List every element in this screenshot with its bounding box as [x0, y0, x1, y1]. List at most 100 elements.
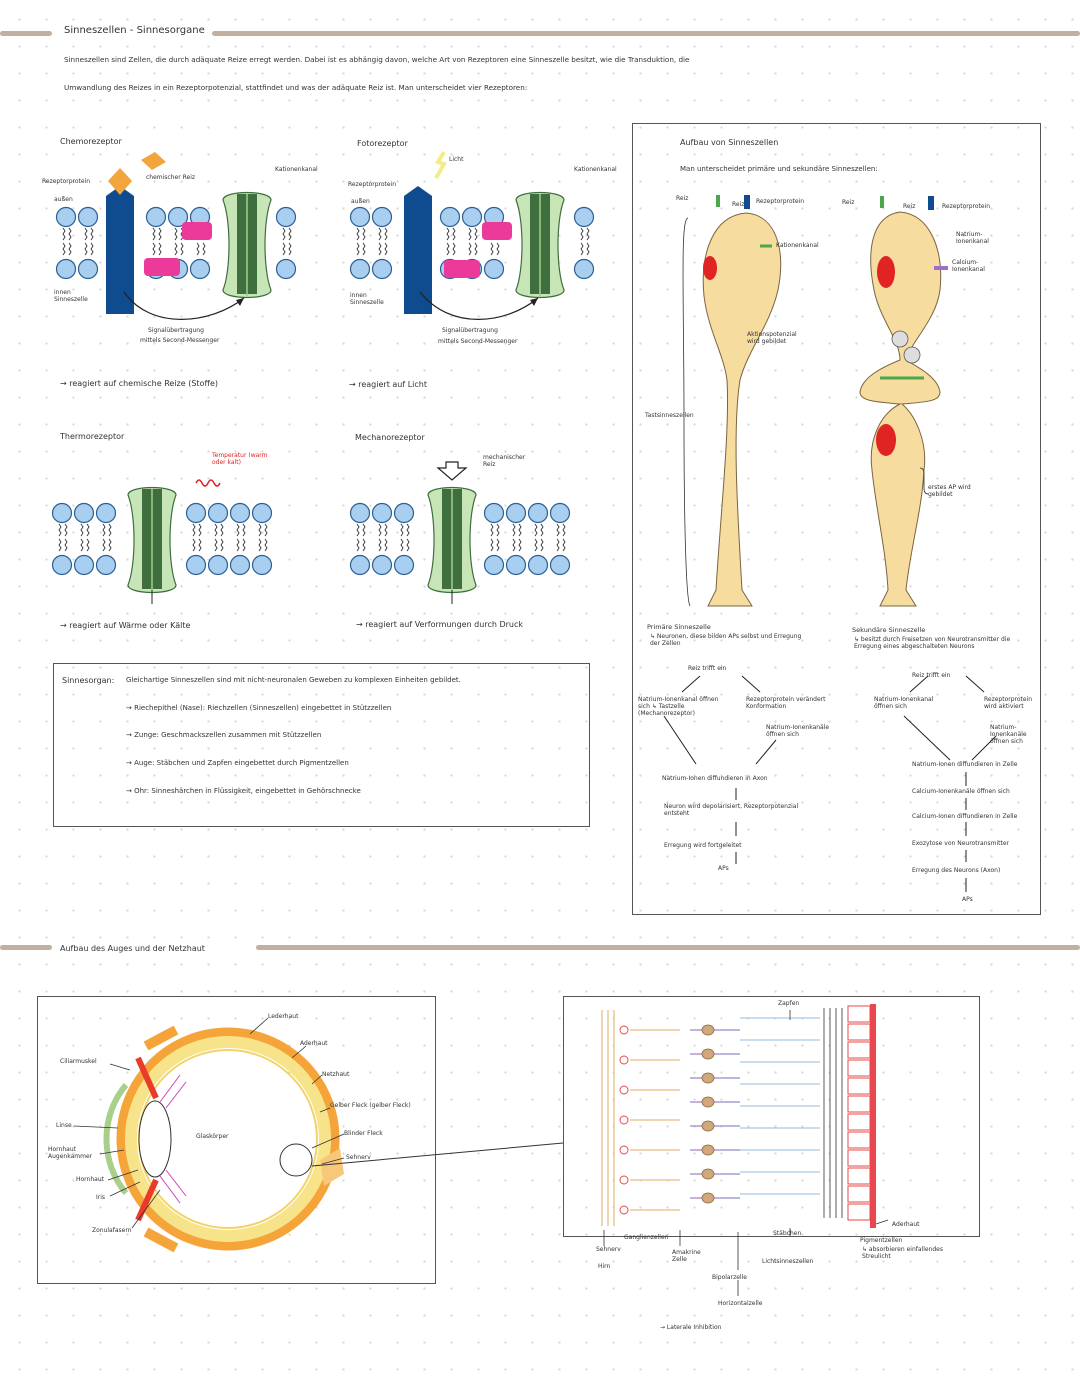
secondary-reiz-label: Reiz: [842, 199, 855, 206]
label-hornhaut: Hornhaut: [76, 1176, 104, 1183]
sinnesorgan-box: [53, 663, 590, 827]
label-hornhaut-augenkammer: Hornhaut Augenkammer: [48, 1146, 93, 1160]
sinnesorgan-label: Sinnesorgan:: [62, 676, 115, 685]
secondary-natrium-label: Natrium-Ionenkanal: [956, 231, 989, 245]
retina-sehnerv: Sehnerv: [596, 1246, 621, 1253]
secondary-right: Rezeptorprotein wird aktiviert: [984, 696, 1033, 710]
eye-rule-right: [256, 945, 1080, 950]
secondary-step-3: Calcium-Ionen diffundieren in Zelle: [912, 813, 1018, 820]
label-linse: Linse: [56, 1122, 72, 1129]
label-netzhaut: Netzhaut: [322, 1071, 350, 1078]
retina-box: [563, 996, 980, 1237]
top-rule-right: [212, 31, 1080, 36]
sinnesorgan-item-3: → Auge: Stäbchen und Zapfen eingebettet …: [126, 759, 349, 767]
primary-adr-label: Reiz: [732, 201, 745, 208]
sinneszellen-panel: [632, 123, 1041, 915]
secondary-desc: ↳ besitzt durch Freisetzen von Neurotran…: [854, 636, 1011, 650]
photo-aussen-label: außen: [351, 198, 370, 205]
secondary-step-6: APs: [962, 896, 973, 903]
primary-right: Rezeptorprotein verändert Konformation: [746, 696, 826, 710]
retina-ganglienzellen: Ganglienzellen: [624, 1234, 669, 1241]
tastzelle-label: Tastsinneszellen: [645, 412, 694, 419]
retina-horizontalzelle: Horizontalzelle: [718, 1300, 763, 1307]
primary-reiz: Reiz trifft ein: [688, 665, 727, 672]
primary-step-1: Natrium-Ionen diffundieren in Axon: [662, 775, 768, 782]
erstes-ap-label: erstes AP wird gebildet: [928, 484, 971, 498]
retina-amakrine: Amakrine Zelle: [672, 1249, 701, 1263]
primary-desc: ↳ Neuronen, diese bilden APs selbst und …: [650, 633, 802, 647]
chemoreceptor-diagram: [57, 152, 296, 320]
photo-licht-label: Licht: [449, 156, 464, 163]
sinnesorgan-item-4: → Ohr: Sinneshärchen in Flüssigkeit, ein…: [126, 787, 361, 795]
secondary-step-4: Exozytose von Neurotransmitter: [912, 840, 1009, 847]
retina-laterale-inhibition: → Laterale Inhibition: [660, 1324, 722, 1331]
label-sehnerv: Sehnerv: [346, 1154, 371, 1161]
label-iris: Iris: [96, 1194, 106, 1201]
retina-pigment-desc: ↳ absorbieren einfallendes Streulicht: [862, 1246, 943, 1260]
primary-step-3: Erregung wird fortgeleitet: [664, 842, 742, 849]
pigment-cells: [847, 1005, 871, 1221]
secondary-left: Natrium-Ionenkanal öffnen sich: [874, 696, 934, 710]
thermoreceptor-title: Thermorezeptor: [60, 432, 125, 441]
primary-reiz-label: Reiz: [676, 195, 689, 202]
thermoreceptor-diagram: [53, 479, 272, 604]
label-gelber-fleck: Gelber Fleck (gelber Fleck): [330, 1102, 411, 1109]
photo-signal-2: mittels Second-Messenger: [438, 338, 518, 345]
primary-right-2: Natrium-Ionenkanäle öffnen sich: [766, 724, 830, 738]
sinneszellen-title: Aufbau von Sinneszellen: [680, 138, 779, 147]
sinnesorgan-item-1: → Riechepithel (Nase): Riechzellen (Sinn…: [126, 704, 392, 712]
chemo-signal-2: mittels Second-Messenger: [140, 337, 220, 344]
chemoreceptor-title: Chemorezeptor: [60, 137, 122, 146]
sinnesorgan-definition: Gleichartige Sinneszellen sind mit nicht…: [126, 676, 461, 684]
label-zonulafasern: Zonulafasern: [92, 1227, 132, 1234]
retina-lichtsinneszellen: Lichtsinneszellen: [762, 1258, 814, 1265]
photoreceptor-title: Fotorezeptor: [357, 139, 408, 148]
secondary-calcium-label: Calcium-Ionenkanal: [952, 259, 985, 273]
thermo-note: → reagiert auf Wärme oder Kälte: [60, 621, 191, 630]
primary-rezeptorprotein-label: Rezeptorprotein: [756, 198, 805, 205]
intro-line-1: Sinneszellen sind Zellen, die durch adäq…: [64, 55, 690, 64]
label-lederhaut: Lederhaut: [268, 1013, 299, 1020]
chemo-rezeptorprotein-label: Rezeptorprotein: [42, 178, 91, 185]
label-blinder-fleck: Blinder Fleck: [344, 1130, 383, 1137]
retina-staebchen: Stäbchen: [773, 1230, 802, 1237]
chemo-aussen-label: außen: [54, 196, 73, 203]
mechano-reiz-label: mechanischer Reiz: [483, 454, 526, 468]
retina-zapfen: Zapfen: [778, 1000, 800, 1007]
page-title: Sinneszellen - Sinnesorgane: [64, 25, 205, 36]
photo-kationenkanal-label: Kationenkanal: [574, 166, 617, 173]
label-aderhaut: Aderhaut: [300, 1040, 328, 1047]
photo-note: → reagiert auf Licht: [349, 380, 427, 389]
eye-rule-left: [0, 945, 52, 950]
retina-hirn: Hirn: [598, 1263, 611, 1270]
primary-kationenkanal-label: Kationenkanal: [776, 242, 819, 249]
eye-section-title: Aufbau des Auges und der Netzhaut: [60, 944, 205, 953]
mechanoreceptor-diagram: [351, 461, 570, 604]
chemo-signal-1: Signalübertragung: [148, 327, 204, 334]
chemo-innen-label: innen Sinneszelle: [54, 289, 88, 303]
chemo-reiz-label: chemischer Reiz: [146, 174, 196, 181]
photoreceptor-diagram: [351, 150, 594, 320]
secondary-step-5: Erregung des Neurons (Axon): [912, 867, 1001, 874]
eye-box: [37, 996, 436, 1284]
secondary-step-2: Calcium-Ionenkanäle öffnen sich: [912, 788, 1010, 795]
primary-sinneszelle: [702, 212, 782, 607]
retina-bipolarzelle: Bipolarzelle: [712, 1274, 747, 1281]
secondary-reiz: Reiz trifft ein: [912, 672, 951, 679]
secondary-rez-label: Reiz: [903, 203, 916, 210]
chemo-kationenkanal-label: Kationenkanal: [275, 166, 318, 173]
label-glaskoerper: Glaskörper: [196, 1133, 229, 1140]
sinnesorgan-item-2: → Zunge: Geschmackszellen zusammen mit S…: [126, 731, 322, 739]
chemo-note: → reagiert auf chemische Reize (Stoffe): [60, 379, 219, 388]
retina-aderhaut: Aderhaut: [892, 1221, 920, 1228]
sinneszellen-subtitle: Man unterscheidet primäre und sekundäre …: [680, 165, 878, 173]
secondary-step-1: Natrium-Ionen diffundieren in Zelle: [912, 761, 1018, 768]
secondary-rezeptorprotein-label: Rezeptorprotein: [942, 203, 991, 210]
top-rule-left: [0, 31, 52, 36]
primary-step-4: APs: [718, 865, 729, 872]
primary-step-2: Neuron wird depolarisiert, Rezeptorpoten…: [664, 803, 799, 817]
photo-rezeptorprotein-label: Rezeptorprotein: [348, 181, 397, 188]
